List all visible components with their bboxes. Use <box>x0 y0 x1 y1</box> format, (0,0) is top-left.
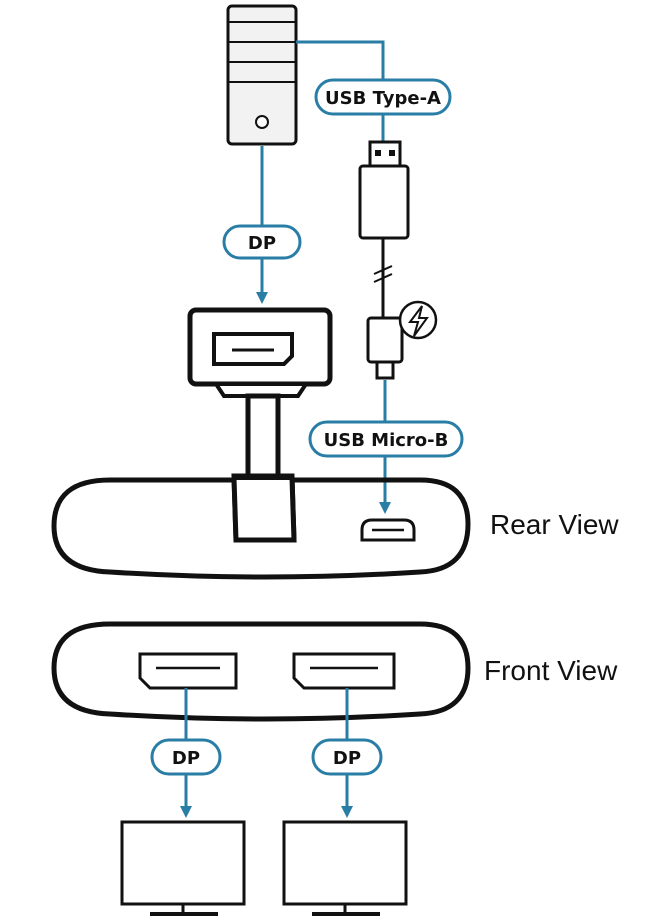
micro-usb-plug <box>366 316 404 380</box>
adapter-front-view <box>51 621 471 722</box>
usb-plug-icon <box>358 140 410 240</box>
dp-source-pill <box>222 224 302 260</box>
usb-type-a-label: USB Type-A <box>325 88 441 109</box>
rear-view-label: Rear View <box>490 509 619 540</box>
usb-cable: USB Type-A USB Micro-B <box>296 40 464 514</box>
dp-out-right-pill <box>311 738 383 776</box>
usb-type-a-pill <box>314 78 452 116</box>
monitor-icon <box>120 820 246 916</box>
front-view-label: Front View <box>484 655 618 686</box>
computer-tower-icon <box>226 4 298 146</box>
dp-port-right <box>292 652 396 690</box>
dp-out-left-label: DP <box>172 748 200 769</box>
micro-usb-port <box>360 518 416 542</box>
adapter-rear-view <box>51 477 471 580</box>
dp-output-right: DP <box>311 688 383 818</box>
dp-out-right-label: DP <box>333 748 361 769</box>
dp-output-left: DP <box>150 688 222 818</box>
usb-micro-b-pill <box>308 420 464 458</box>
dp-port-left <box>138 652 238 690</box>
dp-source-label: DP <box>248 233 276 254</box>
power-bolt-icon <box>398 300 438 340</box>
usb-micro-b-label: USB Micro-B <box>324 430 449 451</box>
dp-input-connector: DP <box>222 146 302 304</box>
dp-out-left-pill <box>150 738 222 776</box>
monitor-icon <box>282 820 408 916</box>
